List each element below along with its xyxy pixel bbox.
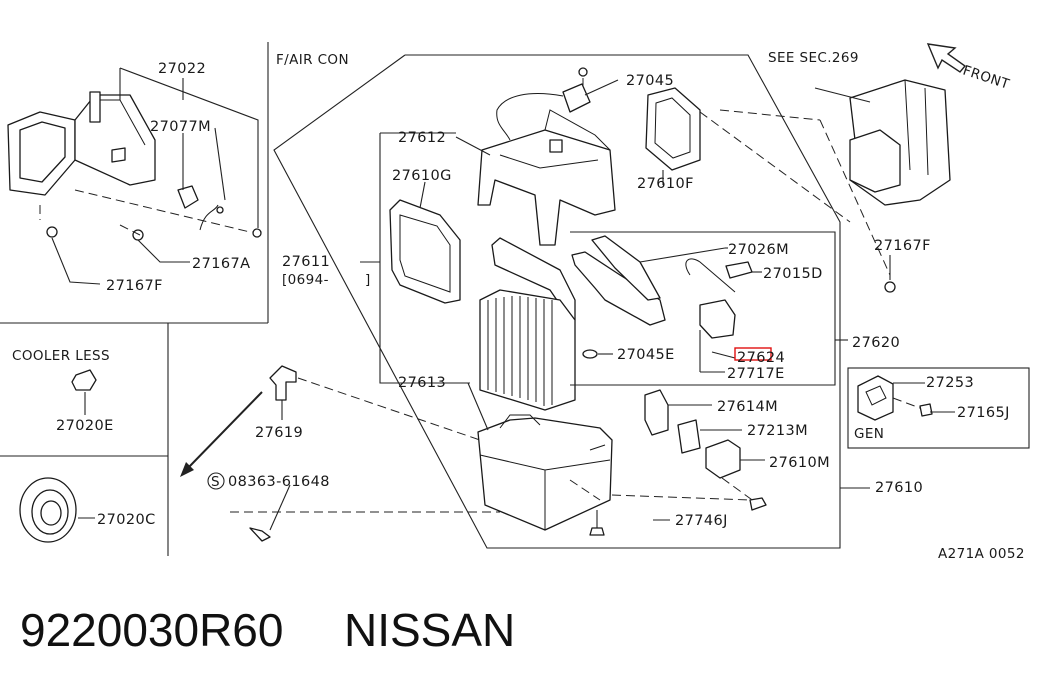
callout-27624: 27624 bbox=[737, 350, 785, 366]
frame-lines bbox=[0, 42, 269, 556]
bracket-27611 bbox=[360, 133, 470, 384]
callout-27746j: 27746J bbox=[675, 513, 728, 529]
callout-27610f: 27610F bbox=[637, 176, 694, 192]
callout-08363-symbol: S bbox=[211, 474, 220, 490]
valve-assembly-box bbox=[570, 231, 848, 386]
callout-27614m: 27614M bbox=[717, 399, 778, 415]
front-arrow bbox=[926, 43, 967, 73]
callout-27611-range-close: ] bbox=[365, 272, 371, 288]
filter-frame-g-part bbox=[389, 181, 461, 304]
blower-unit-drawing bbox=[7, 91, 262, 241]
callout-27045e: 27045E bbox=[617, 347, 675, 363]
callout-27253: 27253 bbox=[926, 375, 974, 391]
callout-27620: 27620 bbox=[852, 335, 900, 351]
callout-27612: 27612 bbox=[398, 130, 446, 146]
footer-brand: NISSAN bbox=[344, 604, 515, 656]
main-assembly-outline bbox=[273, 54, 841, 549]
front-label: FRONT bbox=[961, 63, 1012, 93]
cooler-less-part bbox=[71, 369, 97, 415]
callout-27077m: 27077M bbox=[150, 119, 211, 135]
callout-27611: 27611 bbox=[282, 254, 330, 270]
evaporator-core-part bbox=[479, 237, 576, 411]
callout-27026m: 27026M bbox=[728, 242, 789, 258]
callout-27020c: 27020C bbox=[97, 512, 156, 528]
gen-inset bbox=[847, 367, 1030, 449]
see-section-label: SEE SEC.269 bbox=[768, 50, 859, 66]
footer-part-number: 9220030R60 bbox=[20, 604, 283, 656]
callout-27015d: 27015D bbox=[763, 266, 823, 282]
callout-27610: 27610 bbox=[875, 480, 923, 496]
gen-label: GEN bbox=[854, 426, 884, 442]
callout-27619: 27619 bbox=[255, 425, 303, 441]
callout-27611-range-open: [0694- bbox=[282, 272, 329, 288]
actuator-part bbox=[496, 67, 619, 141]
callout-27022: 27022 bbox=[158, 61, 206, 77]
upper-case-part bbox=[380, 109, 616, 246]
section-header: F/AIR CON bbox=[276, 52, 349, 68]
duct-see-section-part bbox=[719, 79, 951, 276]
nut-27167f-right bbox=[884, 255, 896, 293]
oring-part bbox=[582, 349, 613, 359]
screw-part bbox=[207, 472, 500, 542]
grommet-part bbox=[19, 477, 95, 543]
callout-27167f-left: 27167F bbox=[106, 278, 163, 294]
callout-27610g: 27610G bbox=[392, 168, 452, 184]
callout-27167f-right: 27167F bbox=[874, 238, 931, 254]
cooler-less-label: COOLER LESS bbox=[12, 348, 110, 364]
figure-code: A271A 0052 bbox=[938, 546, 1025, 562]
lower-case-part bbox=[467, 382, 613, 536]
callout-27045: 27045 bbox=[626, 73, 674, 89]
callout-27165j: 27165J bbox=[957, 405, 1010, 421]
direction-arrow bbox=[180, 391, 263, 477]
callout-27167a: 27167A bbox=[192, 256, 250, 272]
callout-27717e: 27717E bbox=[727, 366, 785, 382]
callout-27613: 27613 bbox=[398, 375, 446, 391]
callout-27020e: 27020E bbox=[56, 418, 114, 434]
drain-hose-part bbox=[269, 365, 481, 441]
small-parts-right bbox=[611, 389, 767, 521]
filter-frame-f-part bbox=[645, 87, 851, 223]
callout-27610m: 27610M bbox=[769, 455, 830, 471]
callout-27213m: 27213M bbox=[747, 423, 808, 439]
highlight-box bbox=[734, 347, 772, 361]
callout-08363: 08363-61648 bbox=[228, 474, 330, 490]
blower-leaders bbox=[51, 67, 259, 285]
